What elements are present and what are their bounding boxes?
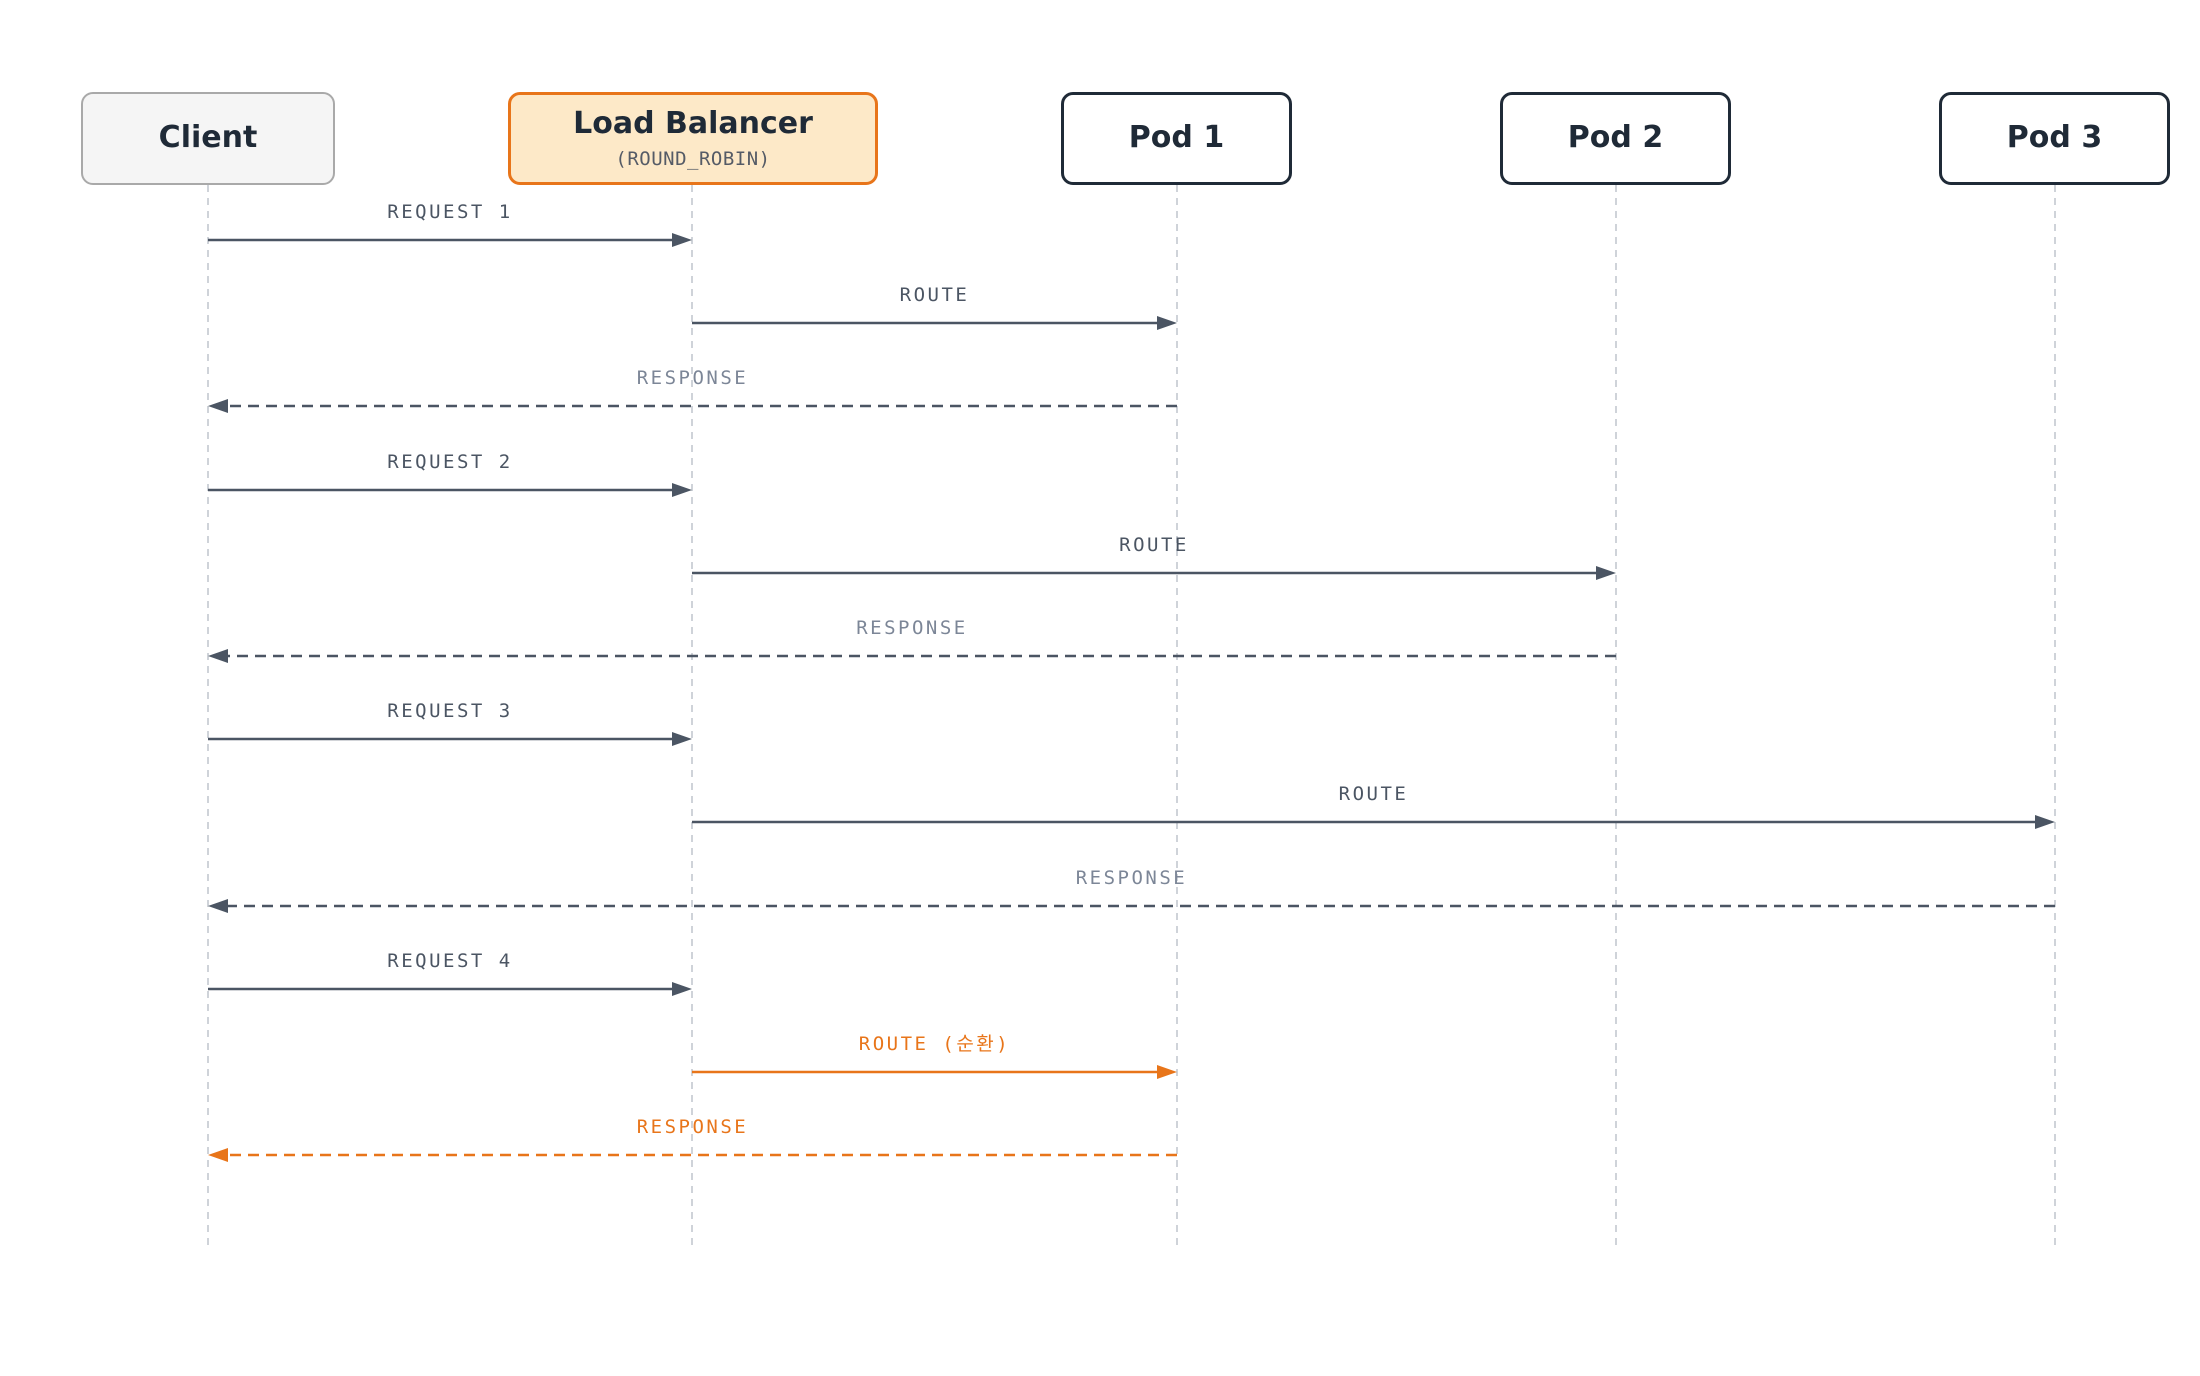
message-7: REQUEST 3 bbox=[208, 700, 692, 746]
message-label: ROUTE (순환) bbox=[859, 1033, 1010, 1055]
arrowhead bbox=[2035, 815, 2055, 829]
participant-name: Pod 1 bbox=[1128, 120, 1225, 156]
arrowhead bbox=[672, 233, 692, 247]
message-label: RESPONSE bbox=[637, 367, 749, 389]
message-4: REQUEST 2 bbox=[208, 451, 692, 497]
message-label: RESPONSE bbox=[1076, 867, 1188, 889]
participant-pod2: Pod 2 bbox=[1500, 92, 1731, 185]
message-label: RESPONSE bbox=[856, 617, 968, 639]
message-label: REQUEST 2 bbox=[387, 451, 512, 473]
participant-pod1: Pod 1 bbox=[1061, 92, 1292, 185]
arrowhead bbox=[672, 732, 692, 746]
message-10: REQUEST 4 bbox=[208, 950, 692, 996]
participant-lb: Load Balancer (ROUND_ROBIN) bbox=[508, 92, 878, 185]
participant-pod3: Pod 3 bbox=[1939, 92, 2170, 185]
message-6: RESPONSE bbox=[208, 617, 1616, 663]
message-12: RESPONSE bbox=[208, 1116, 1177, 1162]
message-label: ROUTE bbox=[1119, 534, 1189, 556]
arrowhead bbox=[672, 982, 692, 996]
message-label: REQUEST 4 bbox=[387, 950, 512, 972]
message-2: ROUTE bbox=[692, 284, 1177, 330]
arrowhead bbox=[208, 1148, 228, 1162]
message-9: RESPONSE bbox=[208, 867, 2055, 913]
message-5: ROUTE bbox=[692, 534, 1616, 580]
participant-name: Client bbox=[158, 120, 258, 156]
message-label: RESPONSE bbox=[637, 1116, 749, 1138]
message-label: REQUEST 1 bbox=[387, 201, 512, 223]
participant-name: Pod 3 bbox=[2006, 120, 2103, 156]
arrowhead bbox=[1157, 316, 1177, 330]
participant-subtitle: (ROUND_ROBIN) bbox=[615, 147, 771, 170]
participant-name: Pod 2 bbox=[1567, 120, 1664, 156]
participant-client: Client bbox=[81, 92, 335, 185]
message-3: RESPONSE bbox=[208, 367, 1177, 413]
message-label: ROUTE bbox=[900, 284, 970, 306]
arrowhead bbox=[1596, 566, 1616, 580]
participant-name: Load Balancer bbox=[573, 106, 813, 142]
message-8: ROUTE bbox=[692, 783, 2055, 829]
message-label: REQUEST 3 bbox=[387, 700, 512, 722]
arrowhead bbox=[208, 399, 228, 413]
message-1: REQUEST 1 bbox=[208, 201, 692, 247]
arrowhead bbox=[672, 483, 692, 497]
message-11: ROUTE (순환) bbox=[692, 1033, 1177, 1079]
arrowhead bbox=[208, 649, 228, 663]
arrowhead bbox=[208, 899, 228, 913]
message-label: ROUTE bbox=[1339, 783, 1409, 805]
arrowhead bbox=[1157, 1065, 1177, 1079]
